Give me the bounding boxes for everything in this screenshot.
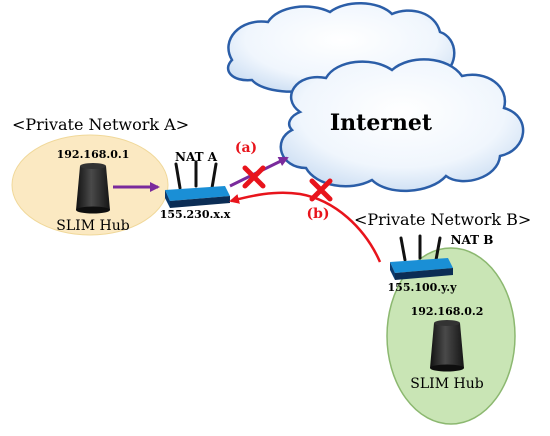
arrow-b-path xyxy=(229,191,382,263)
arrow-a-label: (a) xyxy=(235,140,257,156)
hub-a-label: SLIM Hub xyxy=(56,218,129,234)
arrow-b-label: (b) xyxy=(306,206,329,222)
hub-b-label: SLIM Hub xyxy=(410,376,483,392)
hub-b-ip: 192.168.0.2 xyxy=(411,305,484,318)
nat-a-public-ip: 155.230.x.x xyxy=(160,208,231,221)
nat-b-public-ip: 155.100.y.y xyxy=(388,281,458,294)
hub-device-icon xyxy=(430,320,464,372)
cloud-icon xyxy=(226,2,525,192)
block-x-icon xyxy=(242,165,266,189)
network-b-title: <Private Network B> xyxy=(354,210,531,229)
internet-label: Internet xyxy=(330,110,433,136)
hub-device-icon xyxy=(76,163,110,214)
block-x-icon xyxy=(309,178,333,202)
nat-a-label: NAT A xyxy=(175,150,218,164)
router-icon xyxy=(390,234,453,280)
network-a-title: <Private Network A> xyxy=(12,115,189,134)
router-icon xyxy=(165,160,230,208)
hub-a-ip: 192.168.0.1 xyxy=(57,148,130,161)
nat-b-label: NAT B xyxy=(451,233,494,247)
